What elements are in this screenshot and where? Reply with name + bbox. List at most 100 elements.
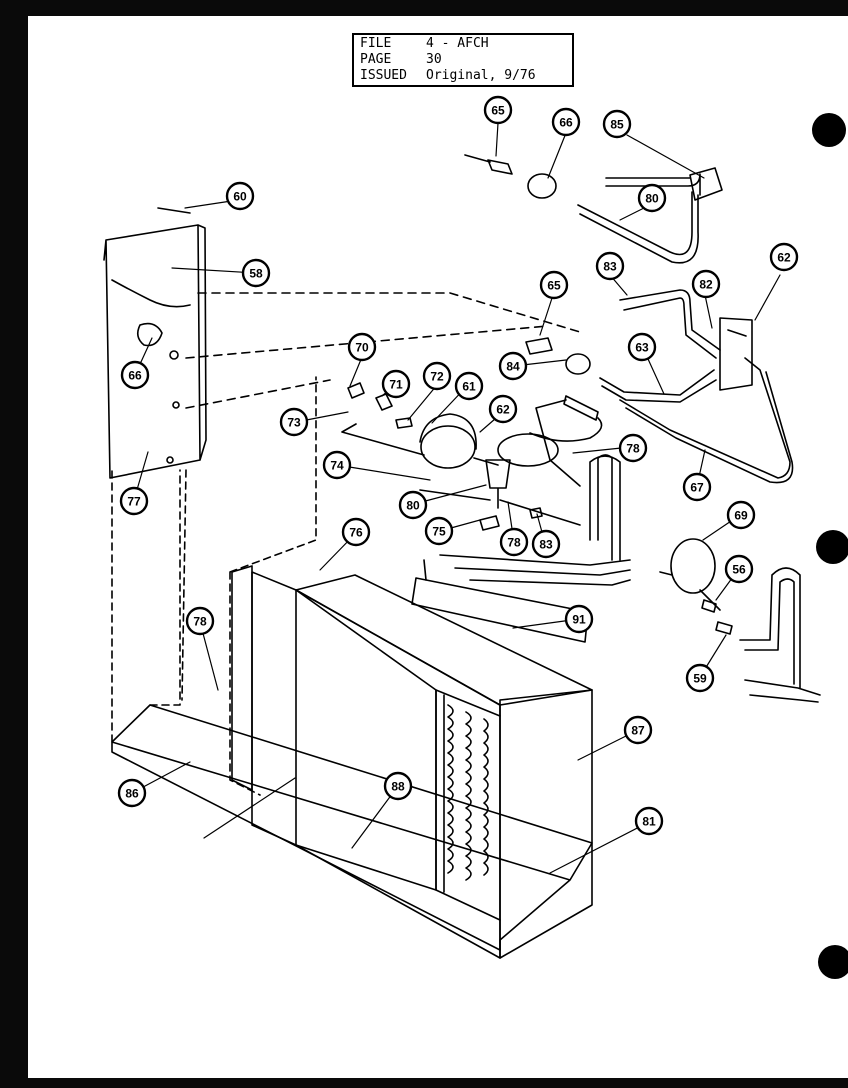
callout-label: 66 [128,369,142,383]
title-block-row: PAGE 30 [360,52,566,68]
flare-fitting-mid [525,337,553,355]
accumulator-body [420,425,476,469]
capillary-tube [341,423,581,526]
base-pan [111,704,593,951]
callout-70: 70 [347,332,377,362]
callout-label: 81 [642,815,656,829]
callout-66: 66 [551,107,581,137]
tube-upper [605,173,701,196]
filter-pad [251,571,297,846]
callout-label: 63 [635,341,649,355]
callout-circle [634,806,664,836]
callout-label: 80 [406,499,420,513]
callout-71: 71 [381,369,411,399]
panel-hole [169,350,179,360]
callout-circle [119,486,149,516]
expansion-coil [497,433,559,467]
callout-label: 82 [699,278,713,292]
callout-label: 65 [491,104,505,118]
title-block-key: ISSUED [360,68,407,83]
callout-circle [769,242,799,272]
sheet-left-edge [0,0,28,1088]
callout-67: 67 [682,472,712,502]
callout-66: 66 [120,360,150,390]
callout-circle [498,351,528,381]
callout-label: 78 [193,615,207,629]
sheet-bottom-edge [0,1078,848,1088]
callout-circle [618,433,648,463]
fitting-78-right [715,621,733,635]
callout-61: 61 [454,371,484,401]
callout-circle [499,527,529,557]
callout-75: 75 [424,516,454,546]
title-block-key: FILE [360,36,392,51]
callout-72: 72 [422,361,452,391]
callout-83: 83 [531,529,561,559]
thermostat-bulb [535,395,599,487]
callout-label: 56 [732,563,746,577]
callout-80: 80 [398,490,428,520]
callout-circle [682,472,712,502]
flare-fitting-top [464,154,513,175]
title-block-key: PAGE [360,52,392,67]
callout-76: 76 [341,517,371,547]
callout-label: 83 [603,260,617,274]
tube-83 [619,289,721,359]
callout-label: 70 [355,341,369,355]
callout-label: 77 [127,495,141,509]
panel-hole [172,401,180,409]
callout-circle [564,604,594,634]
callout-label: 78 [626,442,640,456]
callout-label: 75 [432,525,446,539]
callout-circle [488,394,518,424]
callout-78: 78 [618,433,648,463]
orifice-panel [229,376,317,796]
callout-circle [347,332,377,362]
callout-circle [225,181,255,211]
capillary-loop [670,538,716,594]
callout-circle [279,407,309,437]
callout-circle [726,500,756,530]
callout-85: 85 [602,109,632,139]
callout-circle [381,369,411,399]
cabinet-top [295,574,593,706]
callout-label: 69 [734,509,748,523]
title-block-value: 4 - AFCH [426,36,489,51]
callout-label: 87 [631,724,645,738]
callout-74: 74 [322,450,352,480]
callout-label: 76 [349,526,363,540]
sheet-top-edge [0,0,848,16]
callout-65: 65 [539,270,569,300]
callout-label: 60 [233,190,247,204]
title-block-row: ISSUED Original, 9/76 [360,68,566,84]
callout-label: 91 [572,613,586,627]
callout-label: 65 [547,279,561,293]
tube-80-top [577,191,699,264]
tube-80-lower [619,357,794,484]
expansion-valve [485,459,511,509]
callout-78: 78 [499,527,529,557]
callout-circle [637,183,667,213]
callout-81: 81 [634,806,664,836]
callout-label: 62 [496,403,510,417]
callout-label: 61 [462,380,476,394]
callout-label: 78 [507,536,521,550]
title-block-value: Original, 9/76 [426,68,536,83]
screw [157,207,191,214]
callout-88: 88 [383,771,413,801]
fitting-78 [529,507,543,519]
callout-circle [623,715,653,745]
callout-circle [627,332,657,362]
callout-label: 67 [690,481,704,495]
fitting-71 [395,417,413,429]
callout-65: 65 [483,95,513,125]
hose-85-top [689,167,723,201]
callout-84: 84 [498,351,528,381]
callout-label: 85 [610,118,624,132]
leader-lines [131,122,781,874]
callout-circle [531,529,561,559]
punch-hole [812,113,846,147]
callout-label: 59 [693,672,707,686]
cabinet-side [295,589,501,959]
